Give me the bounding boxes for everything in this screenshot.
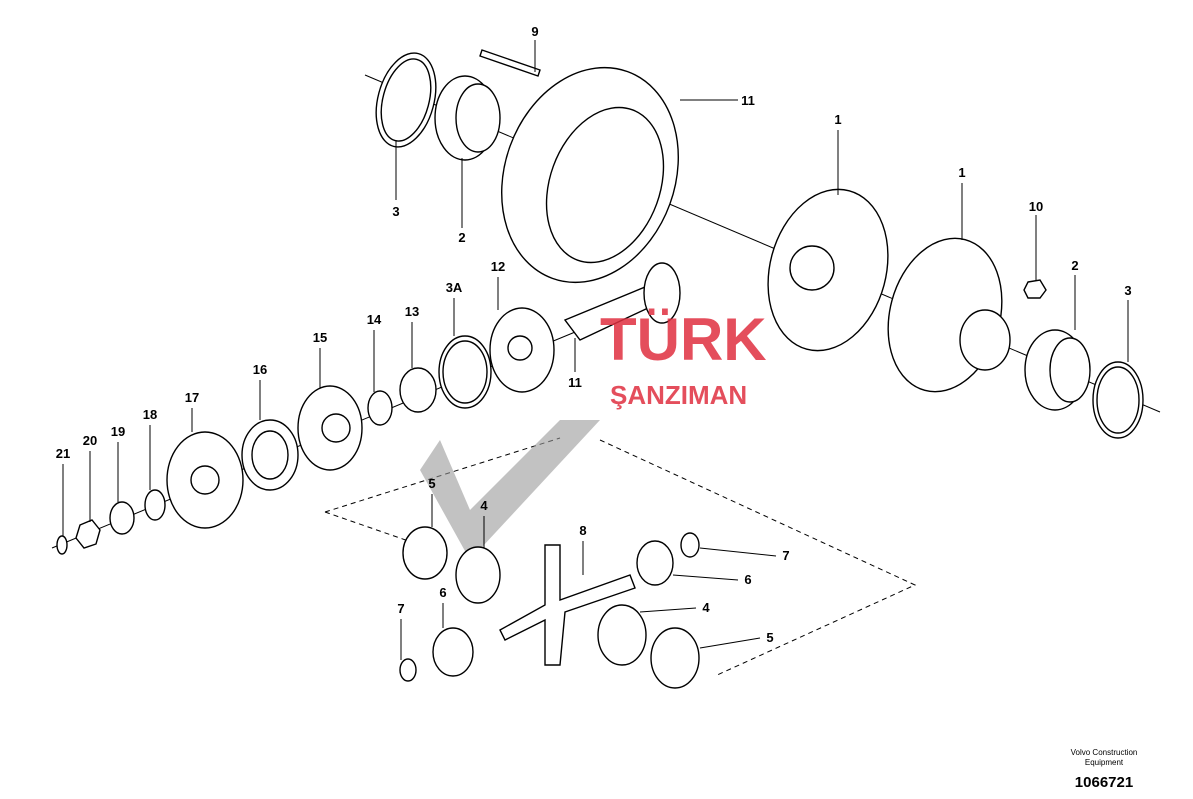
callout-5: 5 <box>428 476 435 491</box>
callout-7: 7 <box>397 601 404 616</box>
bearing-inner <box>1049 337 1091 403</box>
washer-21 <box>56 535 68 555</box>
callout-11: 11 <box>741 93 755 108</box>
bearing-12-bore <box>507 335 533 361</box>
watermark-logo <box>420 420 600 560</box>
callout-4: 4 <box>480 498 488 513</box>
callout-16: 16 <box>253 362 267 377</box>
bolt-9 <box>479 49 541 77</box>
callout-3: 3 <box>392 204 399 219</box>
callout-8: 8 <box>579 523 586 538</box>
callout-17: 17 <box>185 390 199 405</box>
side-gear-4b <box>597 604 647 666</box>
seal-ring-inner <box>1096 366 1140 434</box>
thrust-washer-5 <box>402 526 448 580</box>
callout-21: 21 <box>56 446 70 461</box>
ring-14 <box>367 390 393 426</box>
watermark-line2: ŞANZIMAN <box>610 380 747 410</box>
callout-19: 19 <box>111 424 125 439</box>
callout-3A: 3A <box>446 280 463 295</box>
callout-7: 7 <box>782 548 789 563</box>
ring-3A-inner <box>442 340 488 404</box>
pinion-gear-6b <box>432 627 474 677</box>
leader-lines <box>62 40 1129 660</box>
bearing-2-inner <box>455 83 501 153</box>
side-gear-4 <box>455 546 501 604</box>
callout-10: 10 <box>1029 199 1043 214</box>
dashed-guide <box>599 439 917 677</box>
housing-hub <box>959 309 1011 371</box>
seal-16-inner <box>251 430 289 480</box>
pinion-gear <box>643 262 681 324</box>
callout-2: 2 <box>1071 258 1078 273</box>
drawing-footer: Volvo Construction Equipment 1066721 <box>1059 748 1149 791</box>
callout-1: 1 <box>834 112 841 127</box>
callout-20: 20 <box>83 433 97 448</box>
callout-6: 6 <box>439 585 446 600</box>
callout-14: 14 <box>367 312 382 327</box>
pinion-gear-6 <box>636 540 674 586</box>
lock-plate-19 <box>109 501 135 535</box>
callout-2: 2 <box>458 230 465 245</box>
housing-bore <box>789 245 835 291</box>
nut-10 <box>1023 279 1047 299</box>
bearing-15-bore <box>321 413 351 443</box>
spacer-13 <box>399 367 437 413</box>
washer-7b <box>399 658 417 682</box>
thrust-washer-5b <box>650 627 700 689</box>
watermark-check-mark <box>420 420 600 560</box>
seal-ring-3-inner <box>380 58 432 142</box>
callout-9: 9 <box>531 24 538 39</box>
nut-20 <box>75 519 101 549</box>
callout-18: 18 <box>143 407 157 422</box>
callout-13: 13 <box>405 304 419 319</box>
callout-15: 15 <box>313 330 327 345</box>
dashed-guide <box>324 511 421 546</box>
flange-bore <box>190 465 220 495</box>
spider-8 <box>499 544 636 666</box>
washer-7 <box>680 532 700 558</box>
callout-3: 3 <box>1124 283 1131 298</box>
callout-5: 5 <box>766 630 773 645</box>
drawing-number: 1066721 <box>1074 774 1134 791</box>
crown-gear-11-bore <box>545 106 665 264</box>
watermark-line1: TÜRK <box>600 306 767 373</box>
callout-11: 11 <box>568 375 582 390</box>
callout-1: 1 <box>958 165 965 180</box>
callout-4: 4 <box>702 600 710 615</box>
callout-12: 12 <box>491 259 505 274</box>
manufacturer-label: Volvo Construction Equipment <box>1070 748 1138 767</box>
callout-6: 6 <box>744 572 751 587</box>
washer-18 <box>144 489 166 521</box>
